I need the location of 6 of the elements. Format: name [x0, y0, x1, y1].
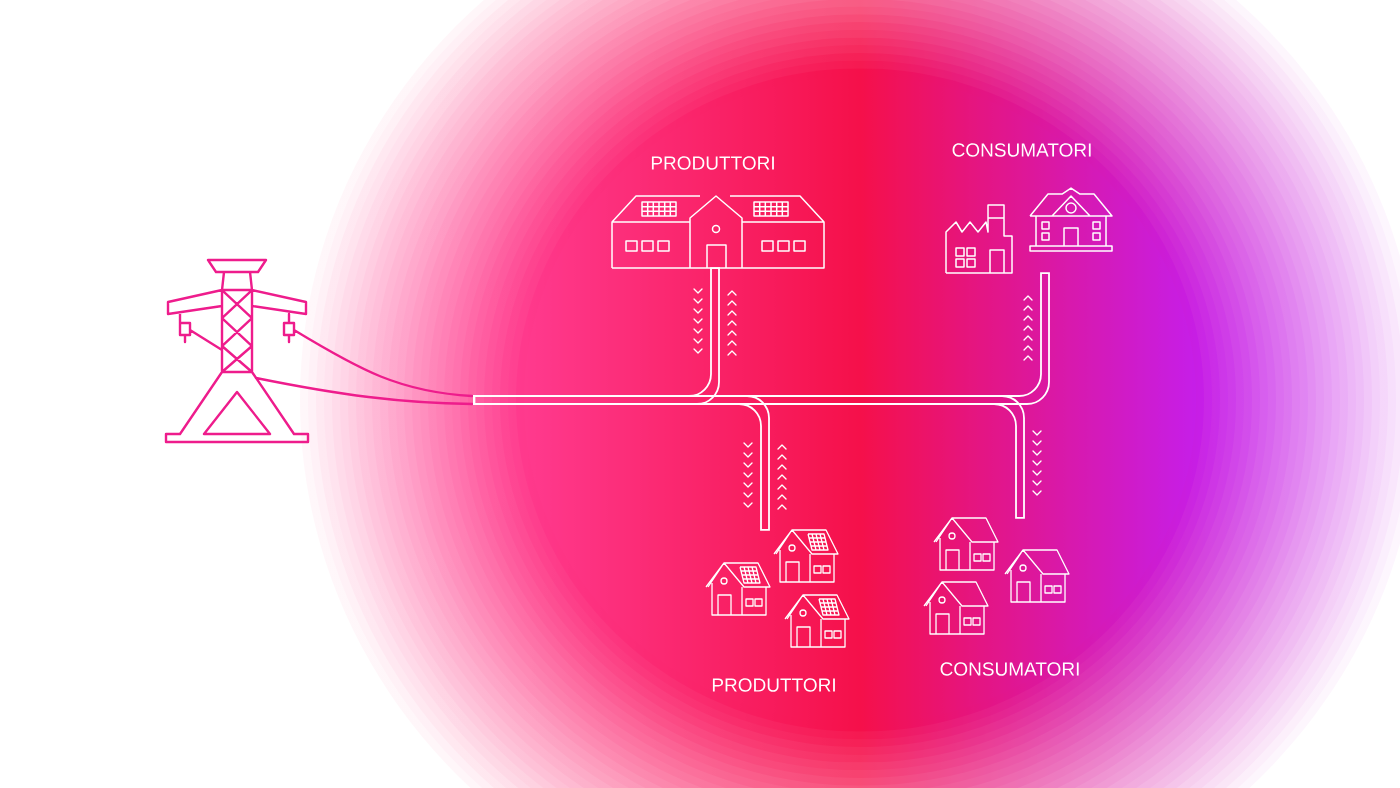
group-label: PRODUTTORI: [712, 678, 835, 692]
group-label: CONSUMATORI: [940, 662, 1079, 676]
power-line: [473, 395, 1025, 519]
group-label: PRODUTTORI: [651, 156, 774, 170]
pylon-drawing: [164, 258, 474, 444]
group-label: CONSUMATORI: [952, 143, 1091, 157]
